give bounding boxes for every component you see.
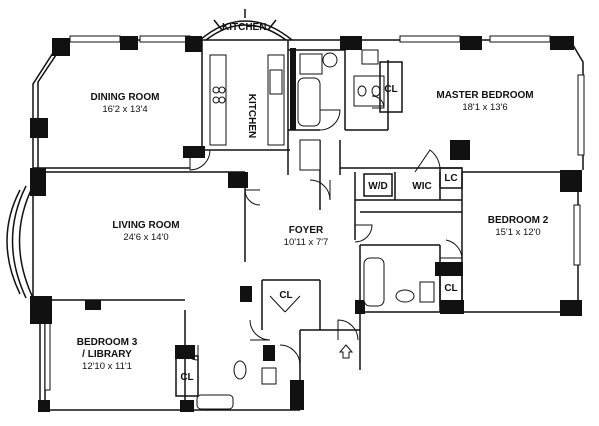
foyer-size: 10'11 x 7'7 (284, 237, 329, 248)
washer-dryer-label: W/D (368, 181, 387, 192)
bedroom3-size: 12'10 x 11'1 (82, 361, 132, 372)
master-closet-label: CL (384, 84, 397, 95)
dining-room-size: 16'2 x 13'4 (102, 104, 147, 115)
bedroom3-closet-label: CL (180, 372, 193, 383)
walk-in-closet-label: WIC (412, 181, 431, 192)
closet-boxes (175, 61, 463, 397)
living-room-size: 24'6 x 14'0 (123, 232, 168, 243)
kitchen-fixtures (209, 54, 321, 171)
master-bedroom-name: MASTER BEDROOM (436, 90, 533, 101)
bedroom2-closet-label: CL (444, 283, 457, 294)
linen-closet-label: LC (444, 173, 457, 184)
bedroom2-name: BEDROOM 2 (488, 215, 549, 226)
living-room-bay-window (6, 185, 34, 299)
kitchen-top-label: KITCHEN (222, 22, 266, 33)
living-room-name: LIVING ROOM (112, 220, 179, 231)
master-bedroom-size: 18'1 x 13'6 (462, 102, 507, 113)
kitchen-curved-window (199, 9, 293, 41)
dining-room-name: DINING ROOM (91, 92, 160, 103)
foyer-name: FOYER (289, 225, 324, 236)
entry-arrow-icon (338, 344, 354, 359)
bathroom-fixtures (196, 49, 435, 410)
kitchen-side-label: KITCHEN (246, 94, 257, 138)
foyer-closet-label: CL (279, 290, 292, 301)
bedroom2-size: 15'1 x 12'0 (495, 227, 540, 238)
windows (44, 35, 585, 391)
bedroom3-name-line1: BEDROOM 3 (77, 337, 138, 348)
bedroom3-name-line2: / LIBRARY (82, 349, 132, 360)
